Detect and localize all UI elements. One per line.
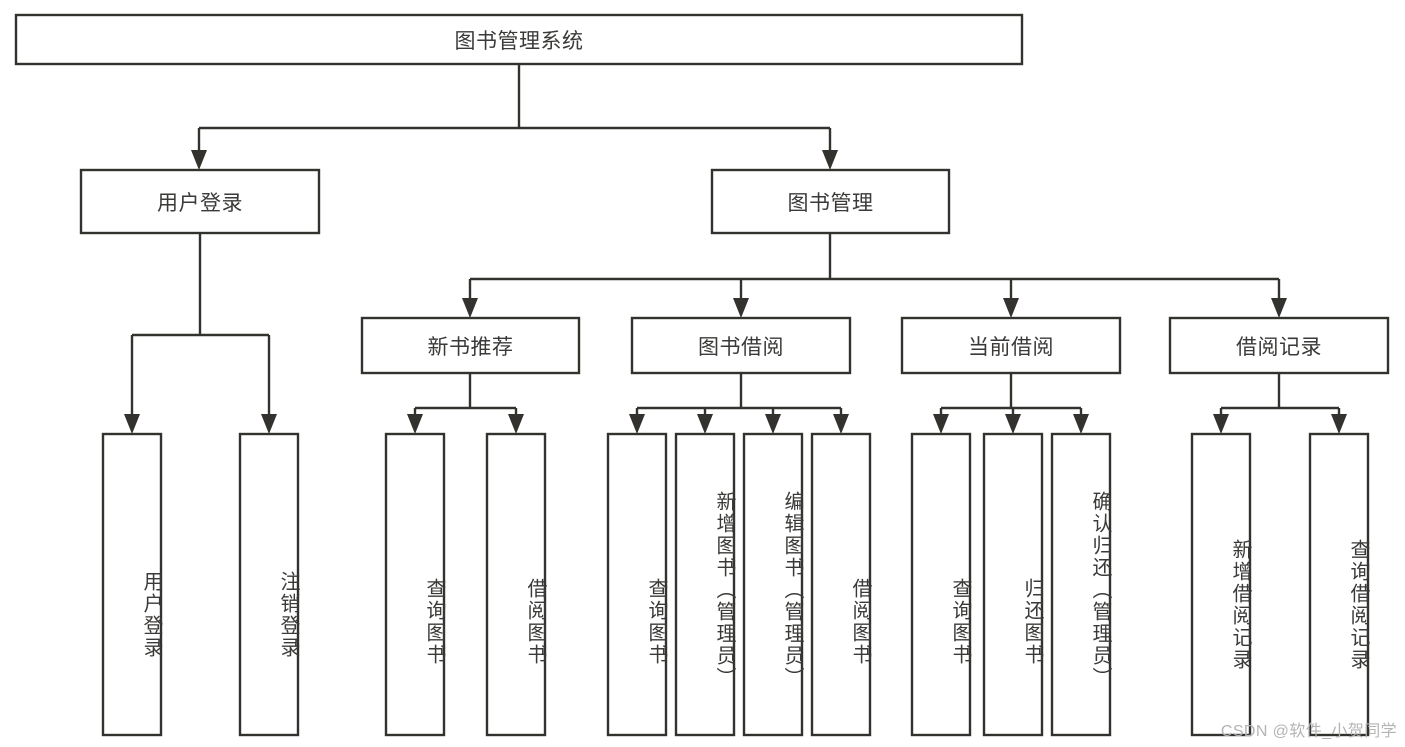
node-box-book-borrow[interactable] bbox=[630, 316, 852, 375]
node-box-root[interactable] bbox=[14, 13, 1024, 66]
arrow-head-leaf-current-query-book bbox=[933, 414, 949, 434]
node-box-leaf-recommend-borrow-book[interactable] bbox=[485, 432, 547, 737]
arrow-head-new-book-recommend bbox=[462, 298, 478, 318]
node-box-leaf-record-add-record[interactable] bbox=[1190, 432, 1252, 737]
arrow-head-leaf-current-return-book bbox=[1005, 414, 1021, 434]
arrow-head-book-borrow bbox=[733, 298, 749, 318]
arrow-head-leaf-record-add-record bbox=[1213, 414, 1229, 434]
node-box-leaf-borrow-add-book[interactable] bbox=[674, 432, 736, 737]
arrow-head-leaf-user-login bbox=[124, 414, 140, 434]
node-box-book-management[interactable] bbox=[710, 168, 951, 235]
arrow-head-leaf-borrow-edit-book bbox=[765, 414, 781, 434]
node-box-leaf-logout-login[interactable] bbox=[238, 432, 300, 737]
csdn-watermark: CSDN @软件_小贺同学 bbox=[1220, 723, 1397, 740]
arrow-head-book-management bbox=[822, 150, 838, 170]
node-box-leaf-borrow-edit-book[interactable] bbox=[742, 432, 804, 737]
arrow-head-leaf-logout-login bbox=[261, 414, 277, 434]
node-box-new-book-recommend[interactable] bbox=[360, 316, 581, 375]
arrow-head-leaf-recommend-borrow-book bbox=[508, 414, 524, 434]
arrow-head-borrow-record bbox=[1271, 298, 1287, 318]
arrow-head-leaf-borrow-add-book bbox=[697, 414, 713, 434]
node-box-leaf-borrow-borrow-book[interactable] bbox=[810, 432, 872, 737]
node-box-leaf-record-query-record[interactable] bbox=[1308, 432, 1370, 737]
node-box-leaf-user-login[interactable] bbox=[101, 432, 163, 737]
node-box-leaf-current-confirm-return[interactable] bbox=[1050, 432, 1112, 737]
arrow-head-leaf-current-confirm-return bbox=[1073, 414, 1089, 434]
arrow-head-leaf-borrow-query-book bbox=[629, 414, 645, 434]
node-box-borrow-record[interactable] bbox=[1168, 316, 1390, 375]
node-box-leaf-recommend-query-book[interactable] bbox=[384, 432, 446, 737]
arrow-head-user-login bbox=[191, 150, 207, 170]
node-box-leaf-borrow-query-book[interactable] bbox=[606, 432, 668, 737]
arrow-head-current-borrow bbox=[1003, 298, 1019, 318]
node-box-user-login[interactable] bbox=[79, 168, 321, 235]
node-box-leaf-current-return-book[interactable] bbox=[982, 432, 1044, 737]
node-box-leaf-current-query-book[interactable] bbox=[910, 432, 972, 737]
arrow-head-leaf-recommend-query-book bbox=[407, 414, 423, 434]
arrow-head-leaf-record-query-record bbox=[1331, 414, 1347, 434]
arrow-head-leaf-borrow-borrow-book bbox=[833, 414, 849, 434]
node-box-current-borrow[interactable] bbox=[900, 316, 1122, 375]
